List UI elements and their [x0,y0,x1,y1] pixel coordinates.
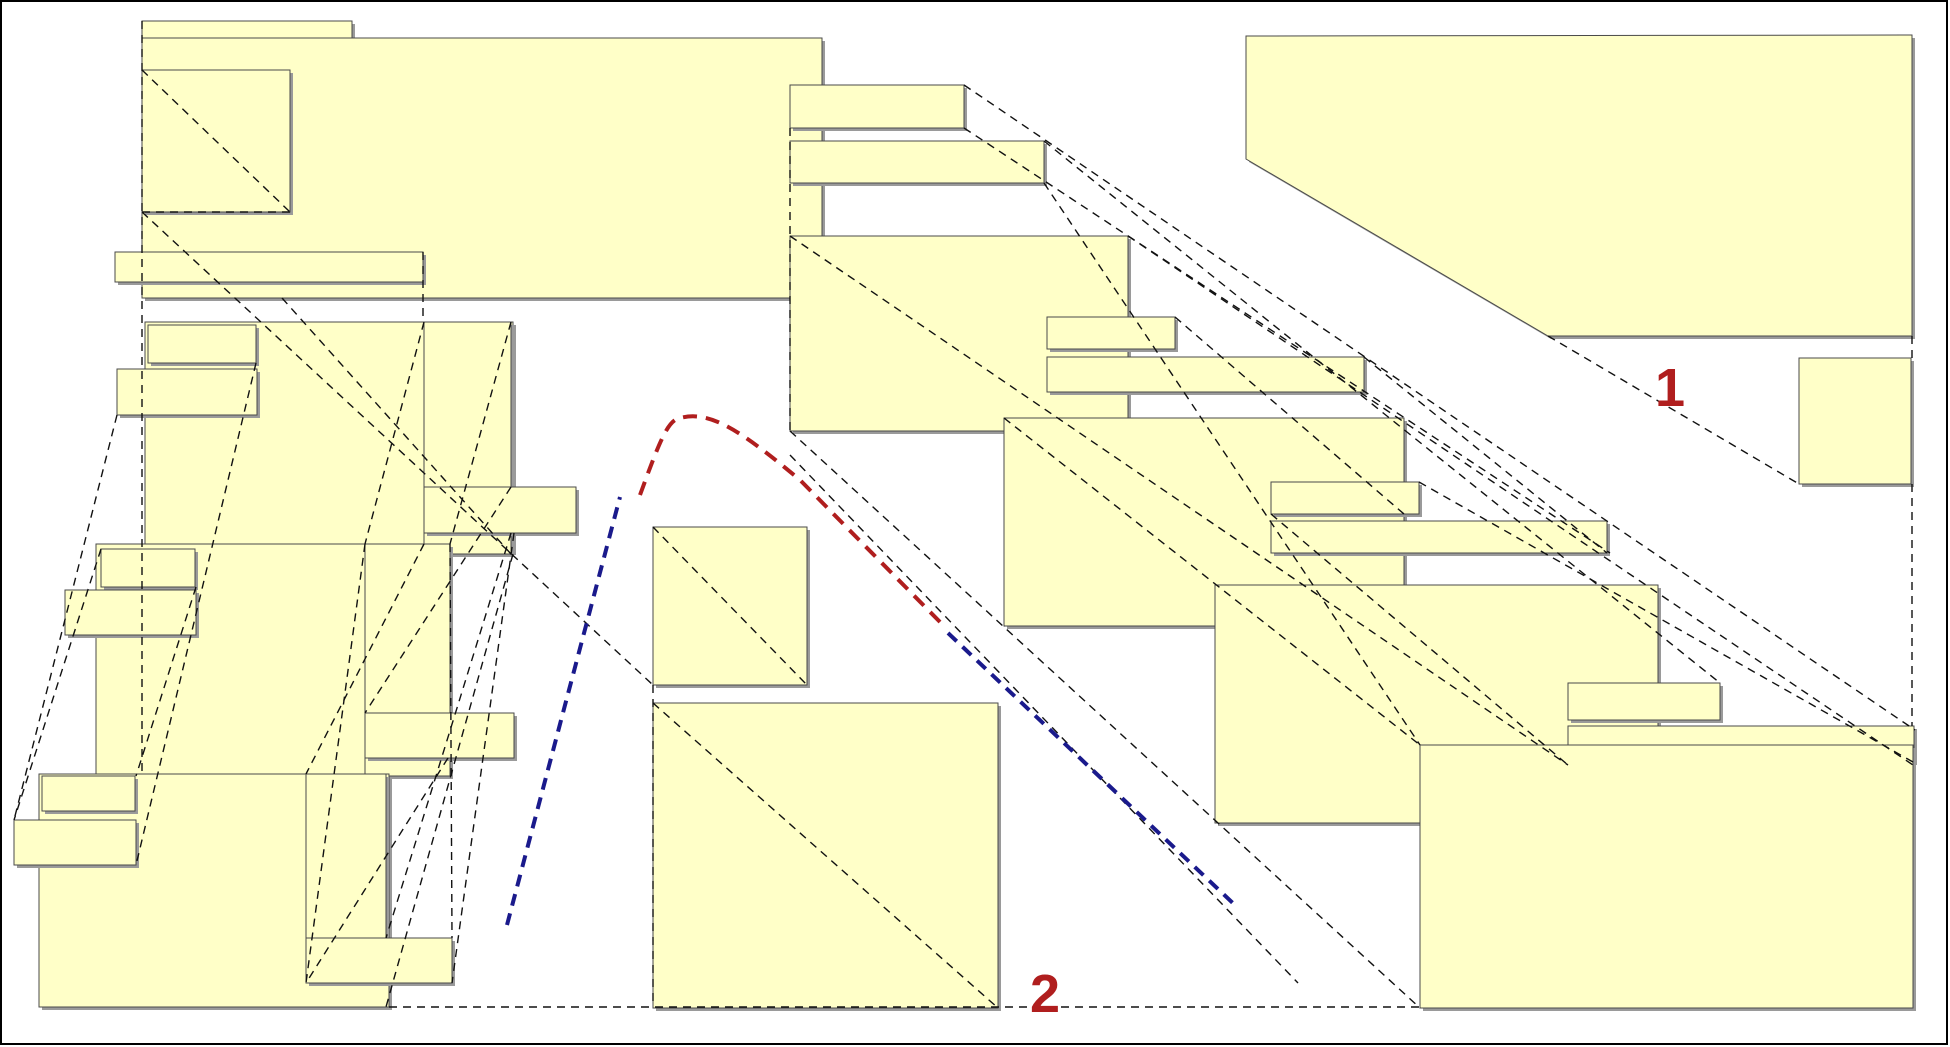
box-left-col-bottom-bar [13,819,137,866]
box-cascade-tab-4 [1567,682,1721,721]
box-left-col-mid-bar [423,486,577,534]
box-left-col-bottom-bar-2 [305,937,453,984]
marker-1-label: 1 [1655,358,1685,418]
box-left-bar-1 [114,251,424,283]
box-left-col-mid-tab [100,548,196,588]
box-left-col-mid-bar-2 [64,589,197,636]
box-left-col-low-bar [364,712,515,759]
box-top-right-trapezoid [1245,34,1913,337]
path-blue-right [946,631,1240,910]
box-cascade-4 [1419,744,1914,1009]
box-left-col-top-tab [147,324,257,364]
box-left-col-top-bar [116,368,258,416]
box-right-small [1798,357,1912,485]
guide-lines-group [13,21,1916,1009]
marker-2-label: 2 [1030,964,1060,1024]
box-left-col-bottom-tab [41,775,136,812]
path-red-curve [638,414,942,624]
box-cascade-bar-3 [1270,520,1608,554]
box-cascade-tab-1 [789,84,965,129]
box-cascade-tab-3 [1270,481,1420,515]
box-cascade-tab-2 [1046,316,1176,350]
box-cascade-bar-2 [1046,356,1365,393]
boxes-group [13,20,1917,1011]
box-cascade-bar-1 [789,140,1045,184]
path-blue-left [505,496,622,926]
